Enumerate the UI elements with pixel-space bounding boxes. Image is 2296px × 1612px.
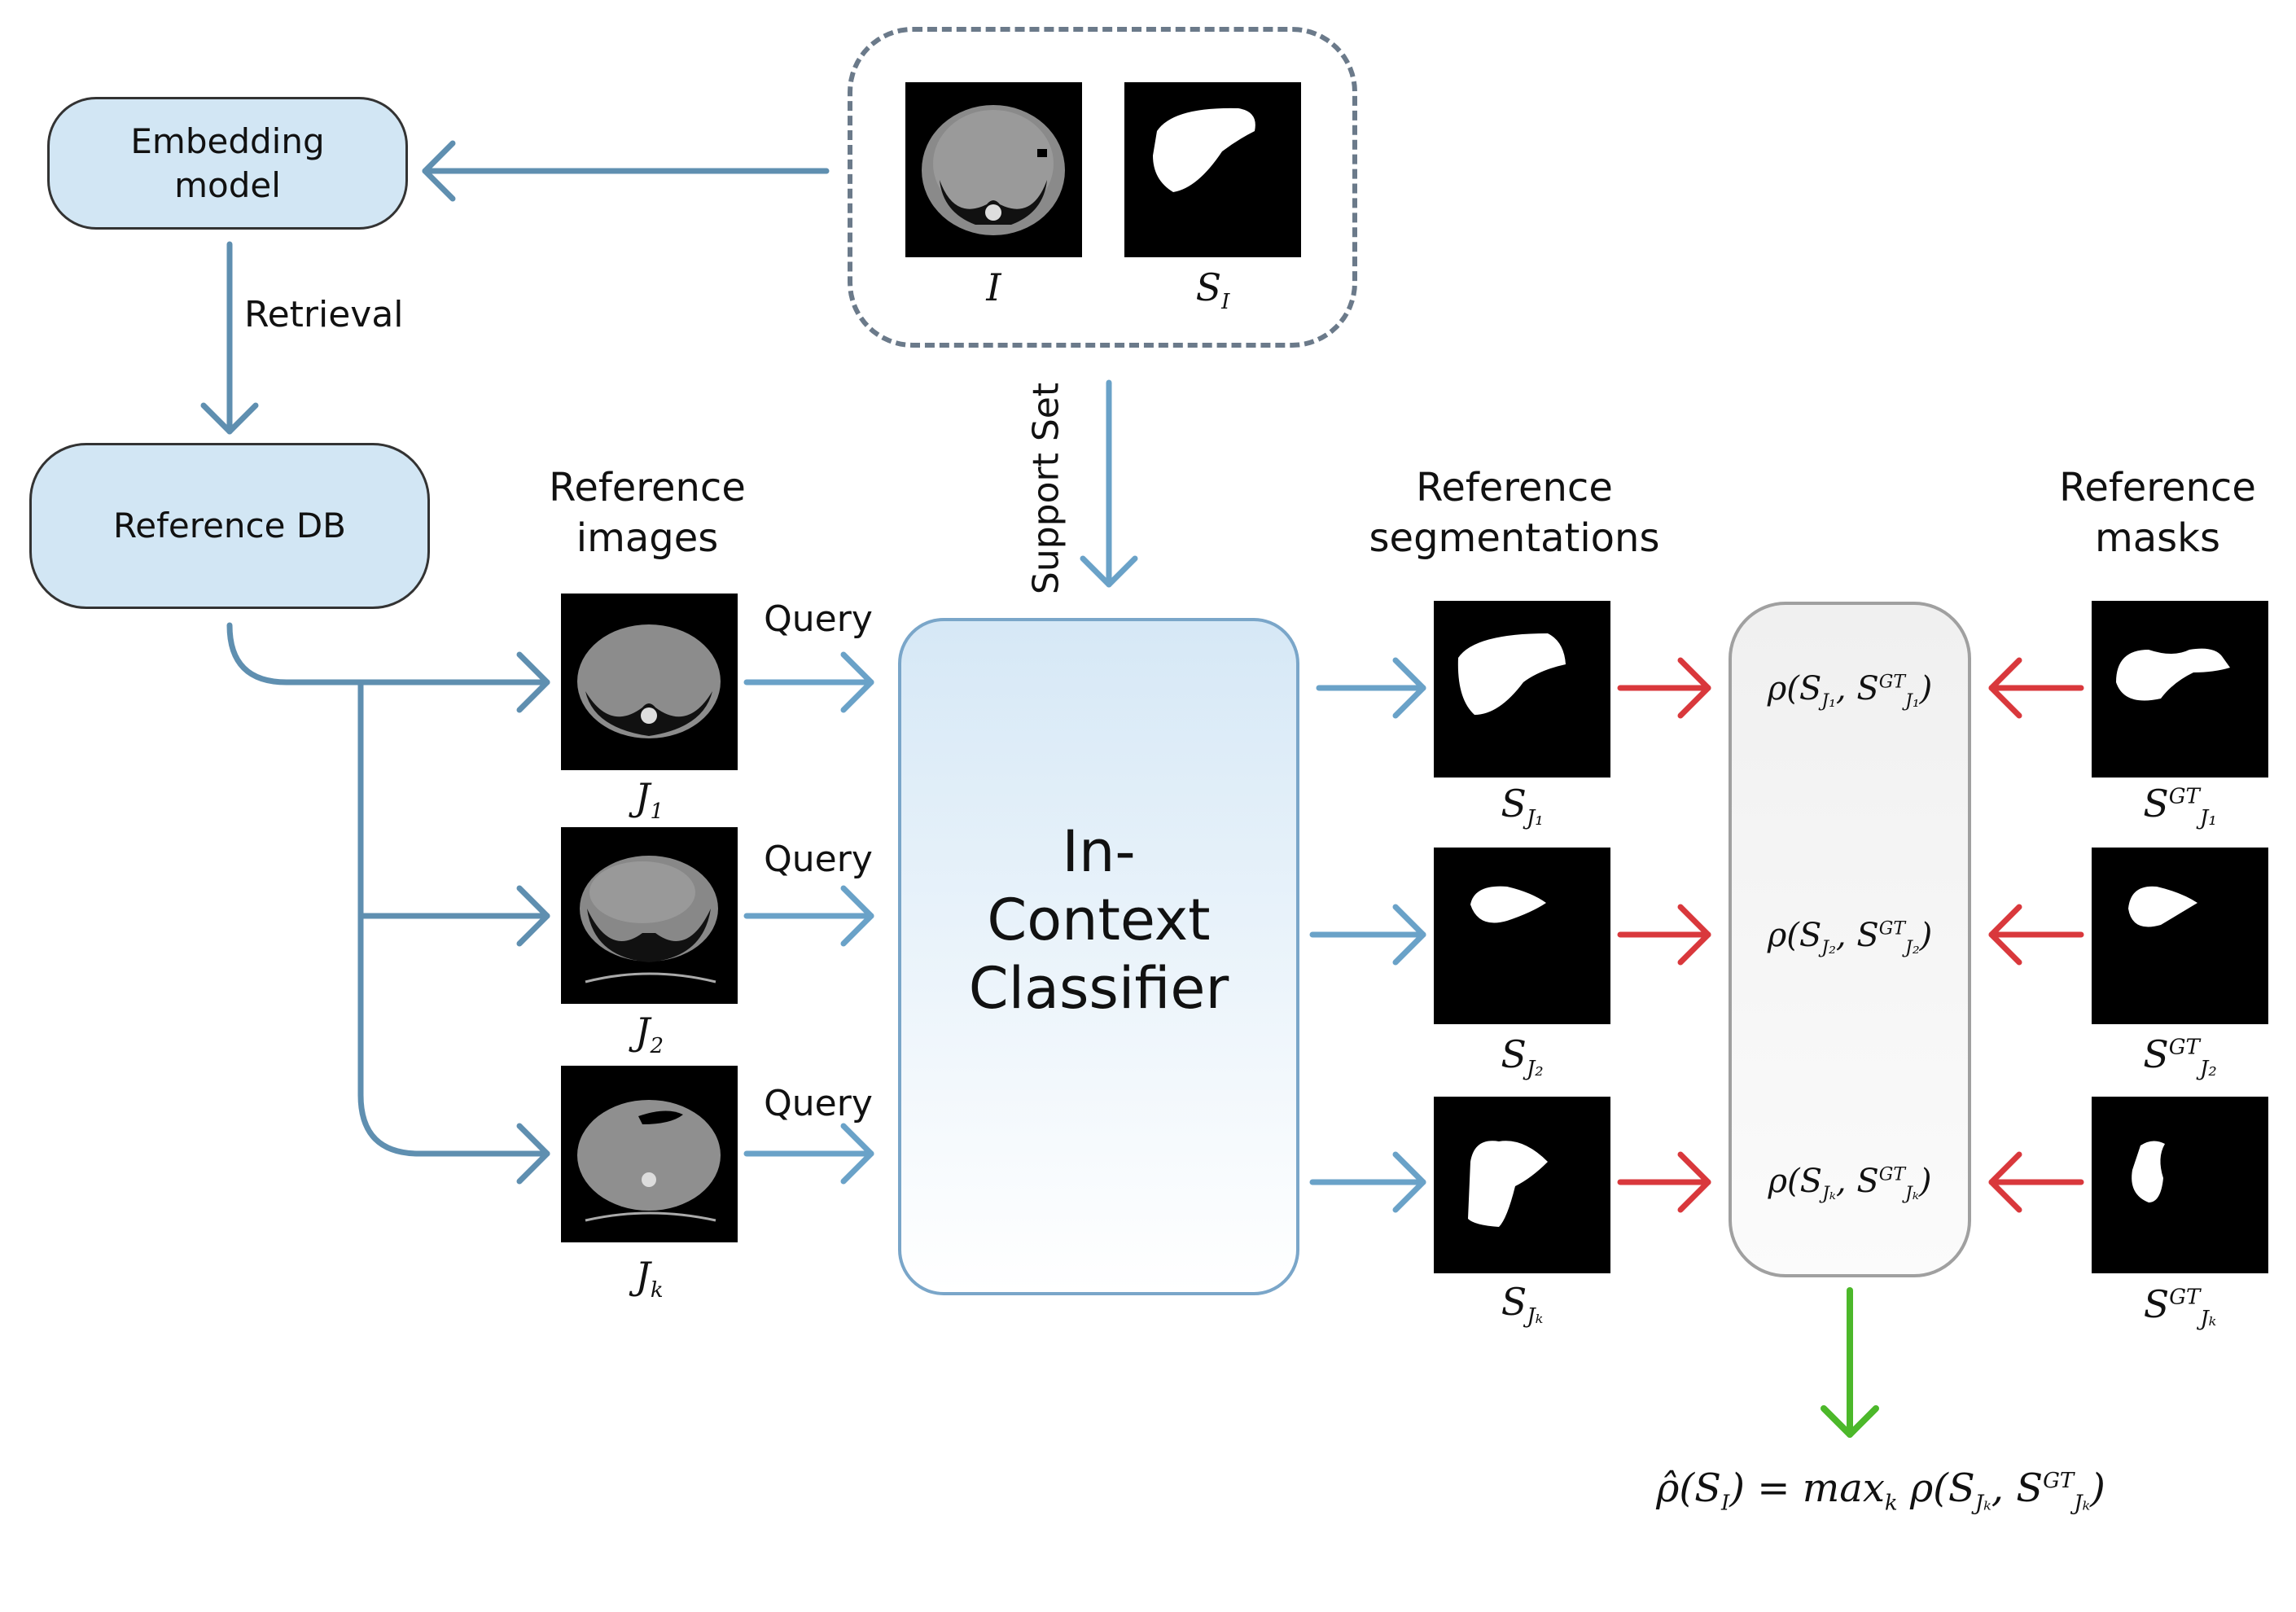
gt-mask-1 [2092,601,2268,778]
gt-mask-2 [2092,848,2268,1024]
similarity-box: ρ(SJ₁, SGTJ₁) ρ(SJ₂, SGTJ₂) ρ(SJₖ, SGTJₖ… [1729,602,1971,1277]
reference-image-1 [561,594,738,770]
query-label-2: Query [764,839,873,880]
segmentation-k [1434,1097,1610,1273]
liver-mask-icon [2128,886,2197,927]
arrow-queries [743,651,874,1185]
arrow-to-formula [1821,1287,1879,1438]
query-image-label: I [986,265,1001,309]
arrow-db-branches [226,622,550,1185]
reference-image-1-label: J1 [635,775,664,825]
query-label-k: Query [764,1083,873,1124]
arrow-segs-to-rho [1617,657,1711,1213]
segmentation-2 [1434,848,1610,1024]
liver-mask-icon [1153,107,1255,192]
retrieval-label: Retrieval [244,294,404,335]
liver-mask-icon [1468,1141,1548,1227]
arrow-retrieval [200,241,259,435]
query-label-1: Query [764,598,873,640]
segmentation-1 [1434,601,1610,778]
ct-scan-icon [577,1100,721,1222]
reference-db-box: Reference DB [29,443,430,609]
gt-mask-1-label: SGTJ₁ [2143,782,2217,831]
classifier-label: In- Context Classifier [968,818,1229,1022]
reference-segmentations-header: Reference segmentations [1369,465,1660,561]
arrow-support-set [1080,379,1138,588]
liver-mask-icon [2116,648,2230,701]
segmentation-k-label: SJₖ [1501,1280,1544,1329]
similarity-2: ρ(SJ₂, SGTJ₂) [1767,917,1933,958]
final-formula: ρ̂(SI) = maxk ρ(SJₖ, SGTJₖ) [1656,1465,2105,1516]
gt-mask-2-label: SGTJ₂ [2143,1032,2217,1082]
liver-mask-icon [1457,633,1566,715]
segmentation-2-label: SJ₂ [1501,1032,1544,1082]
reference-images-header: Reference images [549,465,746,561]
reference-masks-header: Reference masks [2059,465,2256,561]
arrow-support-to-embedding [422,140,830,202]
support-set-box [848,27,1357,348]
reference-image-k [561,1066,738,1242]
gt-mask-k [2092,1097,2268,1273]
support-set-label-wrap: Support Set [1018,383,1075,594]
segmentation-1-label: SJ₁ [1501,782,1544,831]
arrow-gt-to-rho [1988,657,2084,1213]
reference-db-label: Reference DB [112,506,346,545]
query-mask-image [1124,82,1301,257]
query-mask-label: SI [1195,265,1230,315]
embedding-model-label: Embedding model [130,120,325,205]
liver-mask-icon [2132,1141,2165,1202]
liver-mask-icon [1470,886,1546,923]
reference-image-2-label: J2 [635,1010,664,1059]
ct-scan-icon [577,624,721,738]
query-ct-image [905,82,1082,257]
reference-image-2 [561,827,738,1004]
reference-image-k-label: Jk [635,1254,664,1303]
gt-mask-k-label: SGTJₖ [2143,1282,2217,1332]
support-set-label: Support Set [1025,382,1067,595]
similarity-k: ρ(SJₖ, SGTJₖ) [1768,1163,1932,1204]
similarity-1: ρ(SJ₁, SGTJ₁) [1767,670,1933,712]
in-context-classifier-box: In- Context Classifier [898,618,1299,1295]
embedding-model-box: Embedding model [47,97,408,230]
ct-scan-icon [580,856,718,983]
arrow-classifier-to-segs [1309,657,1426,1213]
ct-scan-icon [922,105,1065,235]
